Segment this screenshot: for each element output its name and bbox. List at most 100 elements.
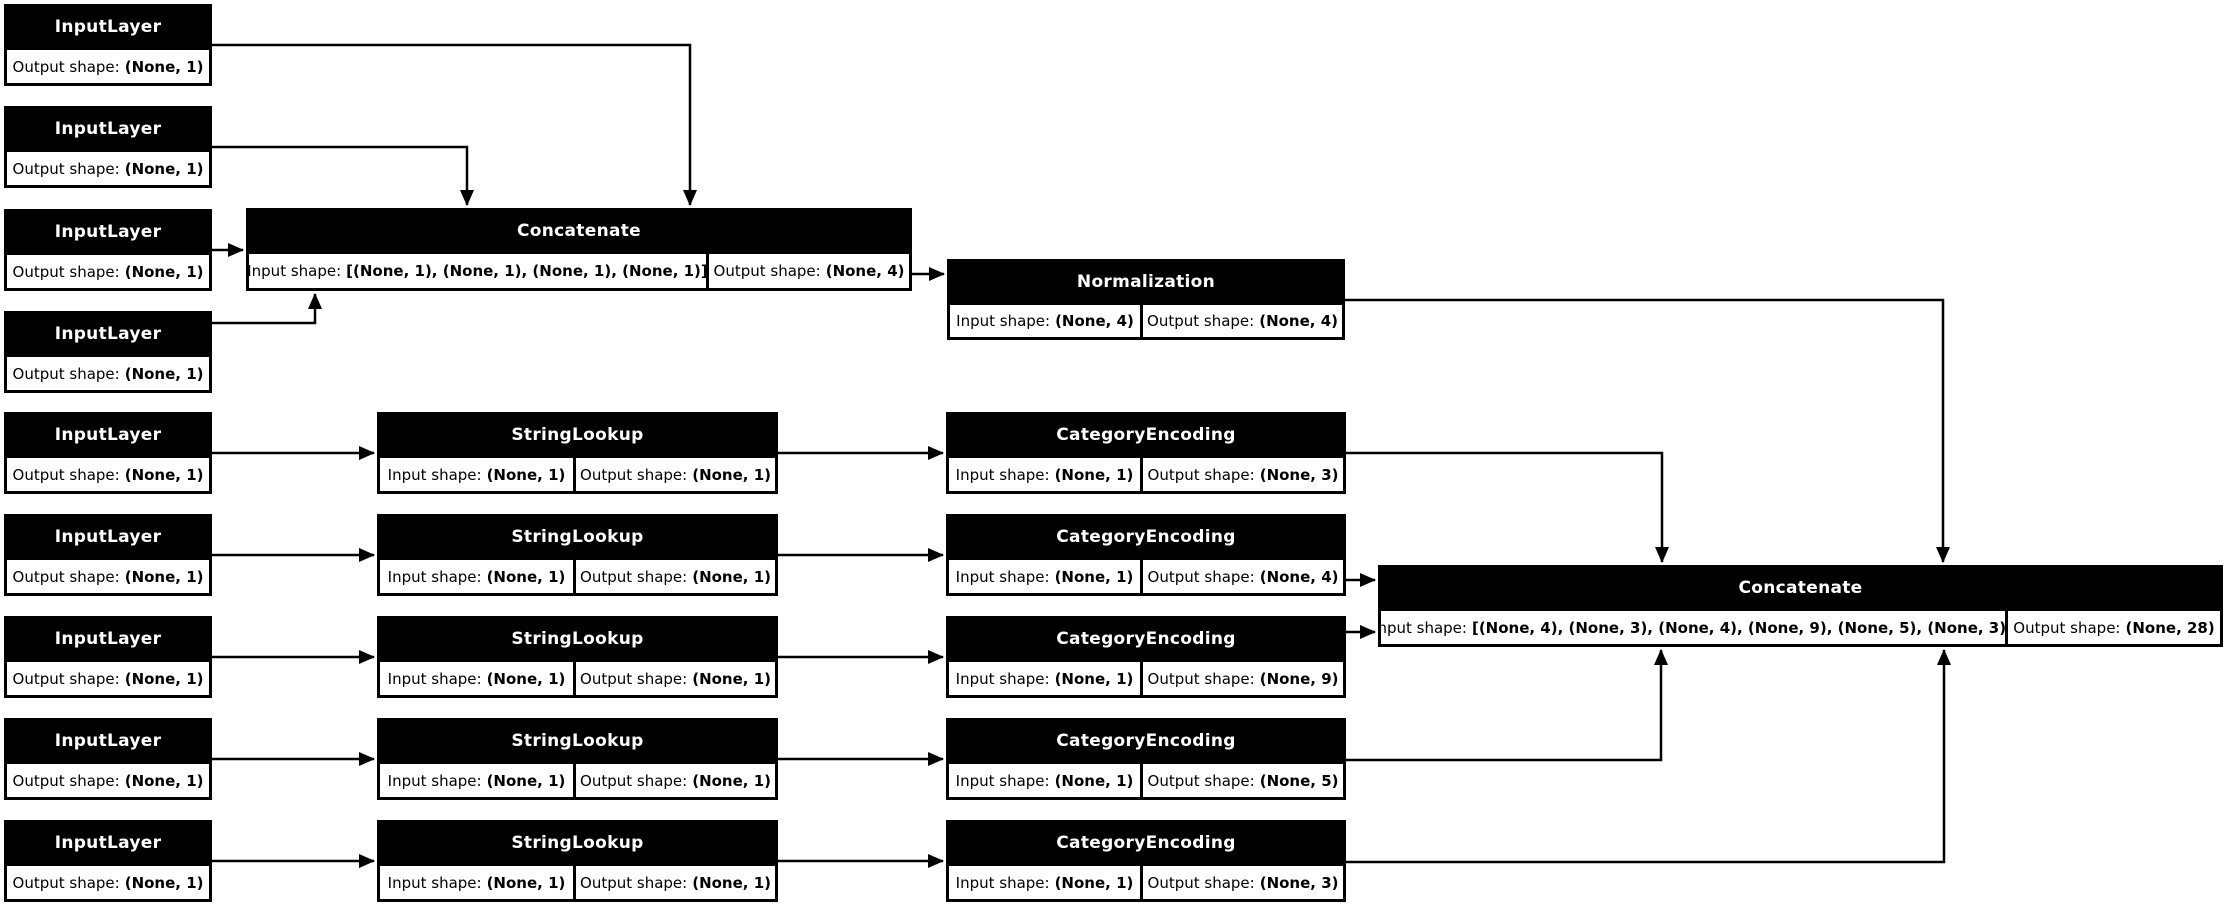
shape-cell: Input shape:(None, 4) [950,305,1140,337]
layer-type-title: CategoryEncoding [949,823,1343,863]
shape-row: Input shape:[(None, 4), (None, 3), (None… [1381,608,2220,644]
edge-category-encoding-4-to-concatenate-2 [1346,649,1668,762]
shape-value: (None, 1) [124,159,204,178]
shape-value: (None, 28) [2125,618,2215,637]
shape-cell: Input shape:(None, 1) [380,866,573,899]
shape-row: Output shape:(None, 1) [7,863,209,899]
shape-value: (None, 3) [1259,465,1339,484]
shape-value: (None, 3) [1259,873,1339,892]
shape-cell: Input shape:(None, 1) [380,560,573,593]
shape-cell: Output shape:(None, 1) [573,764,775,797]
shape-value: (None, 1) [1054,567,1134,586]
shape-label: Input shape: [956,312,1051,330]
shape-value: (None, 4) [825,262,905,280]
shape-value: (None, 4) [1055,312,1134,330]
shape-cell: Output shape:(None, 1) [7,50,209,83]
layer-type-title: CategoryEncoding [949,517,1343,557]
shape-row: Input shape:(None, 1)Output shape:(None,… [949,761,1343,797]
shape-cell: Output shape:(None, 5) [1140,764,1343,797]
shape-cell: Output shape:(None, 9) [1140,662,1343,695]
shape-row: Output shape:(None, 1) [7,557,209,593]
shape-value: (None, 4) [1259,312,1338,330]
shape-value: (None, 1) [1054,873,1134,892]
shape-value: (None, 1) [1054,669,1134,688]
shape-value: (None, 1) [486,771,566,790]
layer-type-title: StringLookup [380,823,775,863]
shape-label: Output shape: [12,465,120,484]
shape-label: Output shape: [713,262,821,280]
edge-normalization-to-concatenate-2 [1345,298,1950,563]
shape-row: Output shape:(None, 1) [7,659,209,695]
shape-cell: Input shape:(None, 1) [380,662,573,695]
shape-row: Input shape:(None, 1)Output shape:(None,… [949,455,1343,491]
shape-label: Output shape: [1147,873,1255,892]
shape-cell: Output shape:(None, 1) [573,560,775,593]
layer-type-title: InputLayer [7,7,209,47]
shape-cell: Output shape:(None, 3) [1140,458,1343,491]
shape-cell: Output shape:(None, 1) [7,357,209,390]
edge-input-layer-2-to-concatenate-1 [212,145,474,206]
shape-cell: Output shape:(None, 1) [7,764,209,797]
shape-row: Input shape:[(None, 1), (None, 1), (None… [249,251,909,288]
shape-cell: Output shape:(None, 4) [706,254,909,288]
shape-value: [(None, 1), (None, 1), (None, 1), (None,… [346,262,706,280]
layer-type-title: StringLookup [380,721,775,761]
shape-label: Input shape: [387,465,482,484]
shape-value: (None, 1) [692,669,771,688]
layer-type-title: InputLayer [7,212,209,252]
shape-label: Input shape: [955,465,1050,484]
shape-value: (None, 1) [124,465,204,484]
shape-label: Output shape: [2013,618,2121,637]
shape-cell: Input shape:(None, 1) [949,662,1140,695]
shape-label: Output shape: [1147,771,1255,790]
layer-type-title: Normalization [950,262,1342,302]
shape-row: Input shape:(None, 1)Output shape:(None,… [380,761,775,797]
shape-cell: Output shape:(None, 1) [573,662,775,695]
shape-label: Input shape: [249,262,342,280]
shape-value: (None, 5) [1259,771,1339,790]
shape-value: (None, 1) [124,262,204,281]
shape-label: Input shape: [387,873,482,892]
shape-row: Input shape:(None, 1)Output shape:(None,… [380,455,775,491]
shape-value: (None, 1) [124,669,204,688]
layer-type-title: InputLayer [7,415,209,455]
shape-cell: Output shape:(None, 1) [7,662,209,695]
edge-input-layer-4-to-concatenate-1 [212,293,322,325]
shape-cell: Output shape:(None, 4) [1140,560,1343,593]
shape-label: Output shape: [580,465,688,484]
shape-cell: Output shape:(None, 1) [573,866,775,899]
edge-input-layer-1-to-concatenate-1 [212,43,697,206]
layer-type-title: InputLayer [7,619,209,659]
shape-label: Output shape: [12,57,120,76]
shape-value: (None, 1) [124,873,204,892]
layer-type-title: StringLookup [380,415,775,455]
shape-value: (None, 1) [486,669,566,688]
shape-value: [(None, 4), (None, 3), (None, 4), (None,… [1471,618,2005,637]
shape-cell: Output shape:(None, 1) [7,255,209,288]
shape-value: (None, 4) [1259,567,1339,586]
shape-label: Output shape: [12,873,120,892]
layer-type-title: InputLayer [7,517,209,557]
shape-label: Output shape: [1147,567,1255,586]
shape-row: Output shape:(None, 1) [7,47,209,83]
shape-cell: Input shape:[(None, 4), (None, 3), (None… [1381,611,2005,644]
shape-cell: Input shape:(None, 1) [949,458,1140,491]
layer-type-title: CategoryEncoding [949,415,1343,455]
layer-type-title: CategoryEncoding [949,721,1343,761]
shape-label: Output shape: [12,771,120,790]
shape-row: Input shape:(None, 1)Output shape:(None,… [380,557,775,593]
shape-value: (None, 1) [486,465,566,484]
shape-cell: Input shape:(None, 1) [380,764,573,797]
layer-type-title: Concatenate [249,211,909,251]
